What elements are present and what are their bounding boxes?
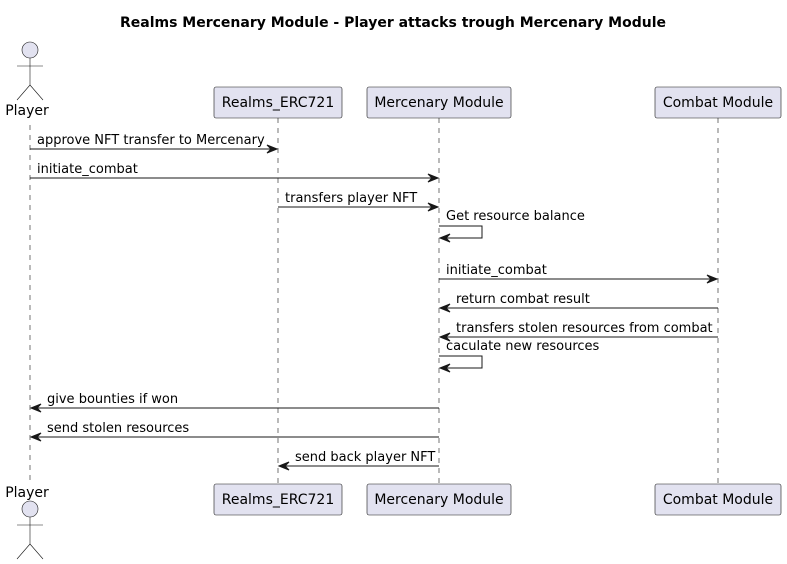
message-9: give bounties if won	[29, 392, 439, 413]
participant-rect	[654, 483, 782, 516]
participant-box-erc721-bottom: Realms_ERC721	[213, 483, 343, 516]
participant-label-player-bottom: Player	[5, 485, 49, 501]
arrowhead	[29, 432, 42, 442]
message-7: transfers stolen resources from combat	[438, 321, 718, 342]
message-11: send back player NFT	[277, 450, 439, 471]
diagram-title: Realms Mercenary Module - Player attacks…	[120, 15, 666, 31]
messages: approve NFT transfer to Mercenary initiat…	[29, 133, 719, 471]
message-label: transfers player NFT	[285, 191, 417, 206]
participant-rect	[213, 86, 343, 119]
participant-label-player-top: Player	[5, 103, 49, 119]
participant-rect	[366, 483, 512, 516]
message-label: initiate_combat	[37, 162, 138, 177]
arrowhead	[427, 202, 440, 212]
actor-body	[16, 58, 44, 101]
message-line	[439, 355, 483, 369]
actor-figure-top	[16, 41, 44, 101]
participant-label-mercenary: Mercenary Module	[374, 492, 503, 508]
arrowhead	[29, 403, 42, 413]
message-label: return combat result	[456, 292, 590, 307]
participant-label-combat: Combat Module	[663, 492, 773, 508]
arrowhead	[438, 363, 451, 373]
message-5: initiate_combat	[439, 263, 719, 284]
actor-head	[21, 41, 39, 59]
arrowhead	[427, 173, 440, 183]
arrowhead	[438, 332, 451, 342]
arrowhead	[438, 303, 451, 313]
participant-label-mercenary: Mercenary Module	[374, 95, 503, 111]
lifelines	[29, 118, 719, 484]
arrowhead	[277, 461, 290, 471]
participant-rect	[366, 86, 512, 119]
participant-label-combat: Combat Module	[663, 95, 773, 111]
message-3: transfers player NFT	[278, 191, 440, 212]
actor-figure-bottom	[16, 500, 44, 560]
arrowhead	[438, 233, 451, 243]
arrowhead	[706, 274, 719, 284]
message-2: initiate_combat	[30, 162, 440, 183]
participant-box-erc721-top: Realms_ERC721	[213, 86, 343, 119]
message-label: give bounties if won	[47, 392, 178, 407]
message-label: Get resource balance	[446, 209, 585, 224]
participant-box-combat-top: Combat Module	[654, 86, 782, 119]
message-label: approve NFT transfer to Mercenary	[37, 133, 265, 148]
arrowhead	[266, 144, 279, 154]
message-label: transfers stolen resources from combat	[456, 321, 713, 336]
message-label: send back player NFT	[295, 450, 435, 465]
message-label: initiate_combat	[446, 263, 547, 278]
message-label: send stolen resources	[47, 421, 189, 436]
message-10: send stolen resources	[29, 421, 439, 442]
participant-box-combat-bottom: Combat Module	[654, 483, 782, 516]
message-8: caculate new resources	[438, 339, 600, 373]
participant-label-erc721: Realms_ERC721	[222, 492, 335, 508]
participant-box-mercenary-top: Mercenary Module	[366, 86, 512, 119]
actor-body	[16, 517, 44, 560]
message-label: caculate new resources	[446, 339, 600, 354]
participant-box-mercenary-bottom: Mercenary Module	[366, 483, 512, 516]
message-1: approve NFT transfer to Mercenary	[30, 133, 279, 154]
message-4: Get resource balance	[438, 209, 585, 243]
message-line	[439, 225, 483, 239]
participant-label-erc721: Realms_ERC721	[222, 95, 335, 111]
actor-head	[21, 500, 39, 518]
message-6: return combat result	[438, 292, 718, 313]
participant-rect	[654, 86, 782, 119]
participant-rect	[213, 483, 343, 516]
participants: PlayerPlayerRealms_ERC721Realms_ERC721Me…	[5, 41, 782, 560]
